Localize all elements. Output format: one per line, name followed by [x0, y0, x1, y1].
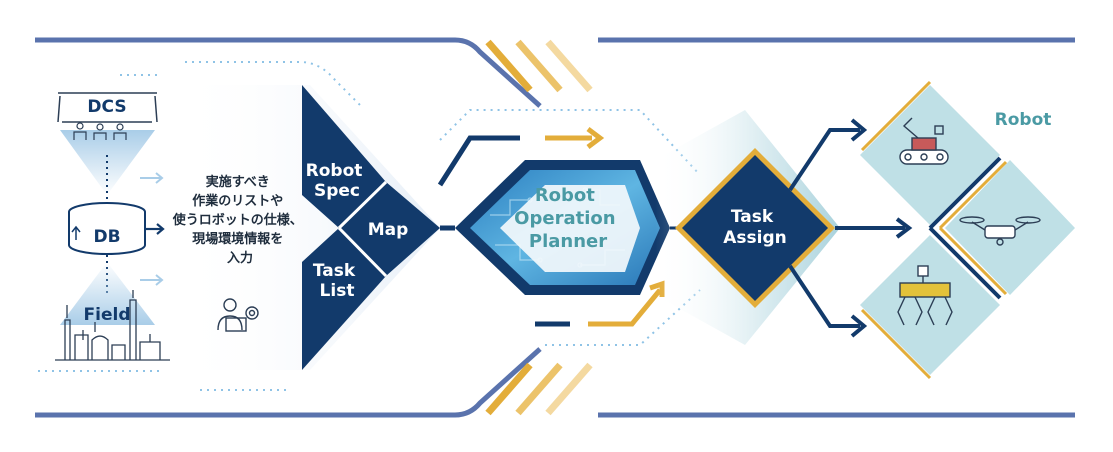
planner-label: Robot Operation Planner — [514, 185, 622, 252]
crawler-robot-icon — [899, 117, 949, 165]
gold-stripes-top — [485, 39, 593, 93]
db-arrow-icon — [71, 225, 81, 240]
operator-icons — [73, 122, 127, 140]
task-assign-block: Task Assign — [675, 148, 835, 308]
robots-group: Robot — [860, 80, 1075, 380]
drone-icon — [959, 216, 1041, 246]
robot-spec-tile — [302, 85, 386, 228]
db-to-inputs-arrow — [146, 223, 165, 235]
quadruped-robot-icon — [897, 265, 953, 326]
user-settings-icon — [217, 298, 259, 332]
dcs-label: DCS — [87, 97, 126, 117]
db-source: DB — [68, 155, 165, 295]
dotted-guides — [38, 61, 701, 391]
factory-icon — [55, 290, 170, 361]
planner-block: Robot Operation Planner — [455, 160, 670, 295]
robots-title: Robot — [995, 110, 1052, 130]
output-arrows — [788, 118, 913, 338]
db-label: DB — [93, 227, 120, 247]
task-list-label: Task List — [313, 261, 361, 301]
robot-spec-label: Robot Spec — [306, 161, 369, 201]
gold-stripes-bottom — [485, 362, 593, 416]
map-label: Map — [368, 220, 409, 240]
flow-arrows — [437, 127, 665, 327]
frame-lines — [35, 37, 1075, 418]
inputs-block: Robot Spec Map Task List 実施すべき 作業のリストや 使… — [172, 85, 440, 370]
robot-tile-quadruped — [860, 235, 1000, 375]
task-list-tile — [302, 228, 386, 370]
side-arrows — [140, 172, 164, 286]
input-description: 実施すべき 作業のリストや 使うロボットの仕様、 現場環境情報を 入力 — [172, 174, 308, 266]
field-source: Field — [55, 262, 170, 361]
field-label: Field — [84, 305, 131, 325]
task-assign-label: Task Assign — [723, 207, 787, 248]
